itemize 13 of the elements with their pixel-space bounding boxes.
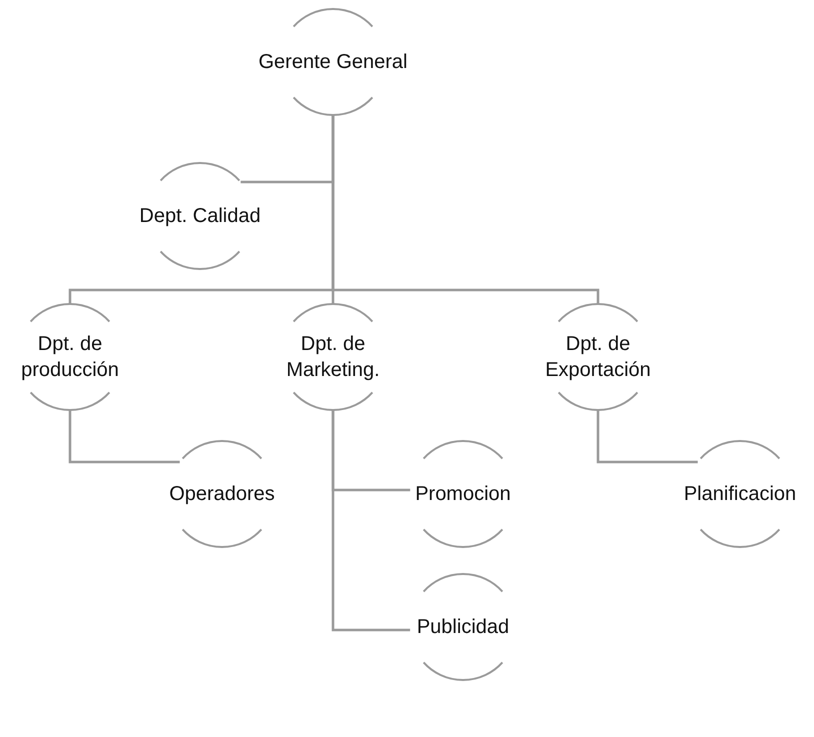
connector-line <box>332 410 410 632</box>
node-label: Dpt. de producción <box>20 332 120 383</box>
connector-line <box>332 115 600 304</box>
node-label: Dept. Calidad <box>138 204 262 229</box>
connector-line <box>68 410 180 464</box>
node-label: Publicidad <box>416 615 510 640</box>
node-label: Dpt. de Exportación <box>544 332 652 383</box>
node-label: Operadores <box>168 482 276 507</box>
node-label: Planificacion <box>682 482 798 507</box>
node-label: Dpt. de Marketing. <box>285 332 381 383</box>
node-label: Gerente General <box>258 50 408 75</box>
node-label: Promocion <box>414 482 512 507</box>
connector-line <box>596 410 698 464</box>
